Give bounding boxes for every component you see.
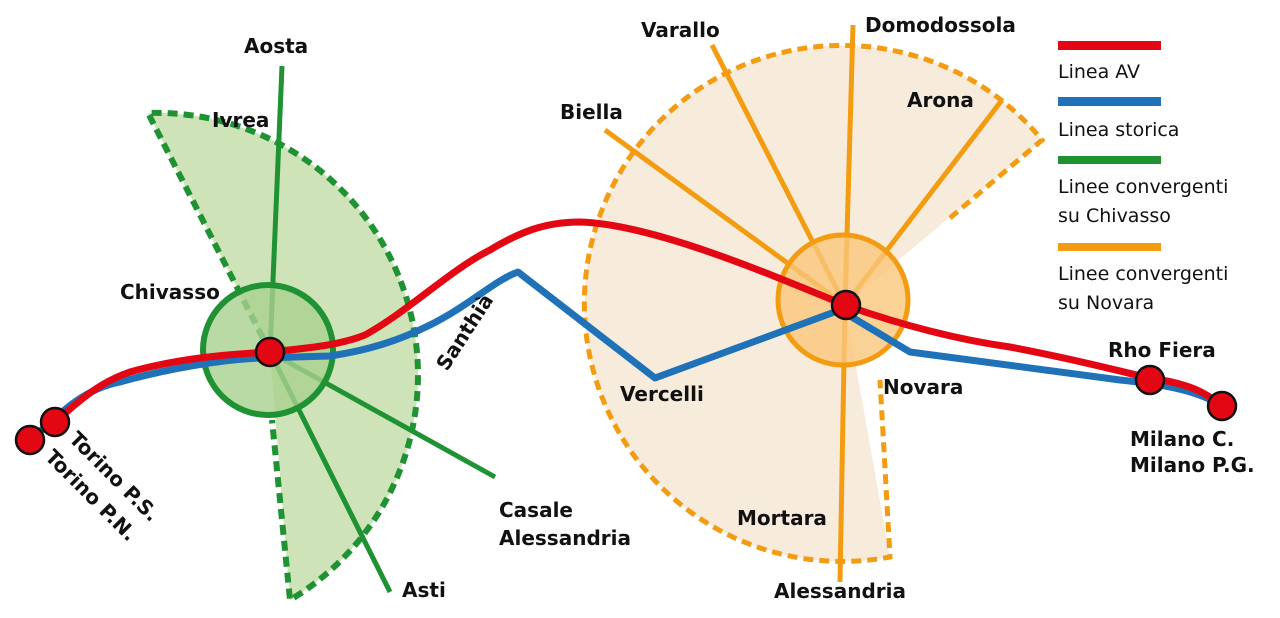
station-torino-ps[interactable] xyxy=(39,406,71,438)
label-ivrea: Ivrea xyxy=(212,108,269,132)
station-novara[interactable] xyxy=(830,289,862,321)
legend-label-novara-2: su Novara xyxy=(1058,292,1154,314)
label-alessandria-novara: Alessandria xyxy=(774,579,906,603)
label-biella: Biella xyxy=(560,100,623,124)
label-arona: Arona xyxy=(907,88,974,112)
label-alessandria-chivasso: Alessandria xyxy=(499,526,631,550)
label-milano-pg: Milano P.G. xyxy=(1130,453,1255,477)
legend-label-novara: Linee convergenti xyxy=(1058,263,1228,285)
label-domodossola: Domodossola xyxy=(865,13,1016,37)
label-mortara: Mortara xyxy=(737,506,827,530)
label-milano-c: Milano C. xyxy=(1130,427,1234,451)
label-novara: Novara xyxy=(883,375,963,399)
chivasso-catchment-boundary xyxy=(143,109,421,605)
legend-label-av: Linea AV xyxy=(1058,61,1140,83)
legend-label-chivasso: Linee convergenti xyxy=(1058,176,1228,198)
novara-catchment-boundary xyxy=(581,42,1046,564)
legend-swatch-av xyxy=(1058,41,1161,50)
label-asti: Asti xyxy=(402,578,446,602)
station-chivasso[interactable] xyxy=(254,336,286,368)
legend-label-storica: Linea storica xyxy=(1058,119,1179,141)
linea-storica xyxy=(27,268,1224,443)
linea-av xyxy=(52,218,1225,425)
legend-swatch-novara xyxy=(1058,243,1161,251)
label-vercelli: Vercelli xyxy=(620,382,704,406)
legend-label-chivasso-2: su Chivasso xyxy=(1058,205,1171,227)
label-casale: Casale xyxy=(499,498,573,522)
label-varallo: Varallo xyxy=(641,18,720,42)
station-milano[interactable] xyxy=(1206,390,1238,422)
legend-swatch-storica xyxy=(1058,97,1161,106)
legend: Linea AV Linea storica Linee convergenti… xyxy=(1058,41,1228,314)
label-aosta: Aosta xyxy=(244,34,308,58)
label-rho-fiera: Rho Fiera xyxy=(1108,338,1216,362)
station-rho-fiera[interactable] xyxy=(1134,364,1166,396)
station-torino-pn[interactable] xyxy=(14,424,46,456)
label-chivasso: Chivasso xyxy=(120,280,220,304)
legend-swatch-chivasso xyxy=(1058,156,1161,164)
